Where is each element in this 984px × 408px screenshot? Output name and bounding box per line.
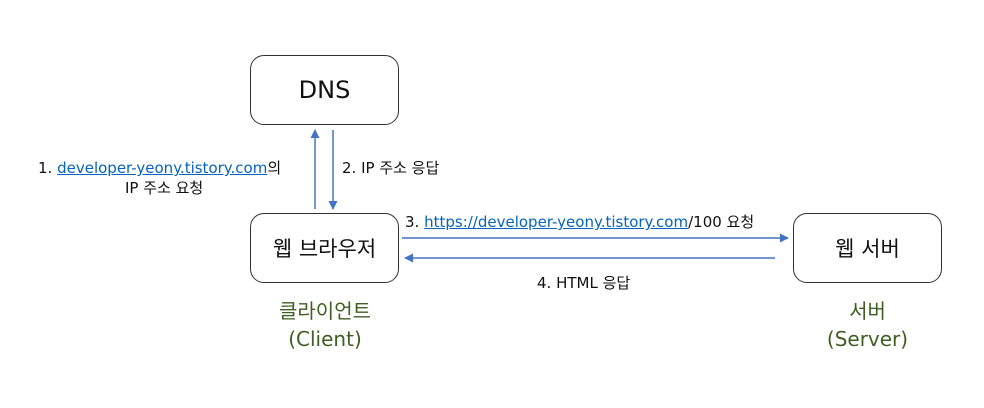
- web-server-node: 웹 서버: [793, 213, 942, 283]
- dns-node: DNS: [250, 55, 399, 125]
- server-caption: 서버 (Server): [793, 297, 942, 353]
- step1-prefix: 1.: [38, 159, 58, 177]
- web-browser-node: 웹 브라우저: [250, 213, 399, 283]
- web-browser-node-label: 웹 브라우저: [272, 237, 377, 261]
- step1-label: 1. developer-yeony.tistory.com의: [38, 158, 281, 178]
- step3-link[interactable]: https://developer-yeony.tistory.com: [424, 213, 689, 231]
- step1-label-line2: IP 주소 요청: [125, 179, 204, 197]
- step1-suffix: 의: [267, 159, 282, 177]
- step1-link[interactable]: developer-yeony.tistory.com: [57, 159, 268, 177]
- server-caption-korean: 서버: [849, 299, 886, 323]
- client-caption: 클라이언트 (Client): [230, 297, 420, 353]
- step3-label: 3. https://developer-yeony.tistory.com/1…: [405, 212, 754, 232]
- dns-node-label: DNS: [298, 76, 351, 104]
- web-server-node-label: 웹 서버: [835, 237, 900, 261]
- step3-prefix: 3.: [405, 213, 425, 231]
- server-caption-english: (Server): [826, 327, 909, 351]
- step2-label: 2. IP 주소 응답: [342, 159, 440, 177]
- step3-suffix: /100 요청: [688, 213, 755, 231]
- step4-label: 4. HTML 응답: [537, 274, 631, 292]
- client-caption-korean: 클라이언트: [279, 299, 371, 323]
- client-caption-english: (Client): [288, 327, 362, 351]
